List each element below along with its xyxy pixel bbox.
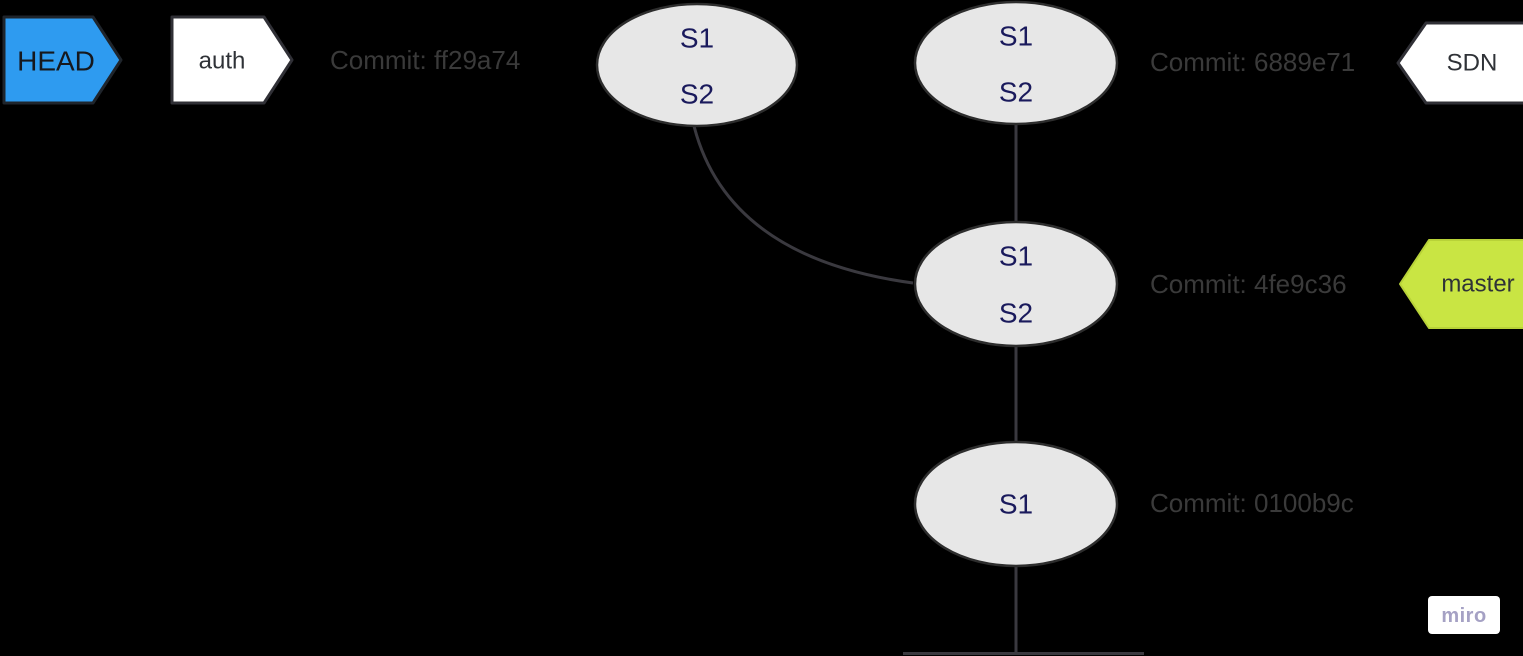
state-label-s1: S1	[999, 489, 1033, 520]
miro-logo-label: miro	[1441, 605, 1486, 627]
master-branch-tag[interactable]: master	[1399, 239, 1523, 329]
node-ellipse	[913, 220, 1119, 348]
head-tag[interactable]: HEAD	[2, 15, 123, 105]
commit-node-4fe9c36[interactable]: S1 S2	[913, 220, 1119, 348]
node-ellipse	[913, 0, 1119, 126]
commit-label-ff29a74: Commit: ff29a74	[330, 45, 520, 75]
commit-label-0100b9c: Commit: 0100b9c	[1150, 488, 1354, 518]
state-label-s2: S2	[680, 79, 714, 110]
miro-watermark[interactable]: miro	[1428, 596, 1500, 634]
commit-label-4fe9c36: Commit: 4fe9c36	[1150, 269, 1347, 299]
head-tag-shape	[2, 15, 123, 105]
node-ellipse	[595, 2, 799, 128]
sdn-branch-tag[interactable]: SDN	[1396, 21, 1523, 105]
commit-node-ff29a74[interactable]: S1 S2	[595, 2, 799, 128]
sdn-tag-shape	[1396, 21, 1523, 105]
miro-watermark-bg	[1428, 596, 1500, 634]
auth-tag-shape	[170, 15, 294, 105]
state-label-s1: S1	[999, 21, 1033, 52]
state-label-s1: S1	[999, 241, 1033, 272]
auth-branch-tag[interactable]: auth	[170, 15, 294, 105]
state-label-s2: S2	[999, 298, 1033, 329]
sdn-tag-label: SDN	[1447, 50, 1498, 77]
head-tag-label: HEAD	[17, 46, 95, 77]
edge-ff29a74-to-4fe9c36[interactable]	[692, 125, 914, 285]
master-tag-label: master	[1441, 271, 1514, 298]
master-tag-shape	[1399, 239, 1523, 329]
node-ellipse	[913, 440, 1119, 568]
state-label-s2: S2	[999, 77, 1033, 108]
auth-tag-label: auth	[199, 48, 246, 75]
commit-node-6889e71[interactable]: S1 S2	[913, 0, 1119, 126]
commit-node-0100b9c[interactable]: S1	[913, 440, 1119, 568]
state-label-s1: S1	[680, 23, 714, 54]
commit-label-6889e71: Commit: 6889e71	[1150, 47, 1355, 77]
